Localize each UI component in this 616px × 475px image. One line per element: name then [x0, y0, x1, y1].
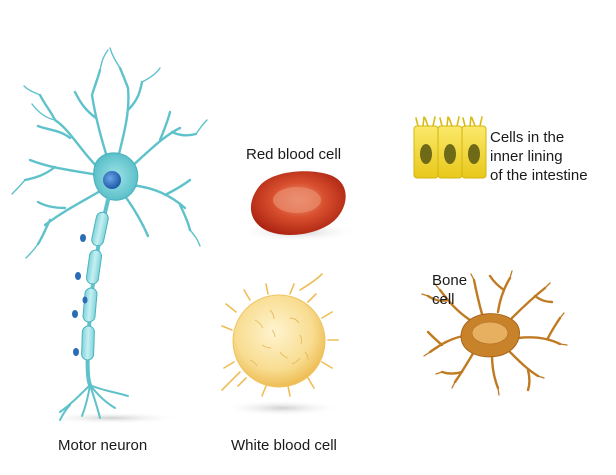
- label-bone-cell: Bone cell: [432, 271, 492, 309]
- red-blood-cell: [238, 171, 358, 242]
- motor-neuron: [11, 47, 208, 424]
- label-intestine-line-1: Cells in the: [490, 129, 565, 146]
- bone-cell: [421, 270, 568, 396]
- label-red-blood-cell: Red blood cell: [246, 146, 342, 163]
- white-blood-cell: [221, 273, 342, 416]
- label-intestine-cells: Cells in the inner lining of the intesti…: [490, 128, 614, 185]
- label-intestine-line-2: inner lining: [490, 148, 563, 165]
- label-motor-neuron: Motor neuron: [58, 437, 148, 454]
- intestine-cells: [413, 116, 487, 179]
- label-bone-line-2: cell: [432, 291, 455, 308]
- label-white-blood-cell: White blood cell: [231, 437, 337, 454]
- label-intestine-line-3: of the intestine: [490, 167, 588, 184]
- label-bone-line-1: Bone: [432, 272, 468, 289]
